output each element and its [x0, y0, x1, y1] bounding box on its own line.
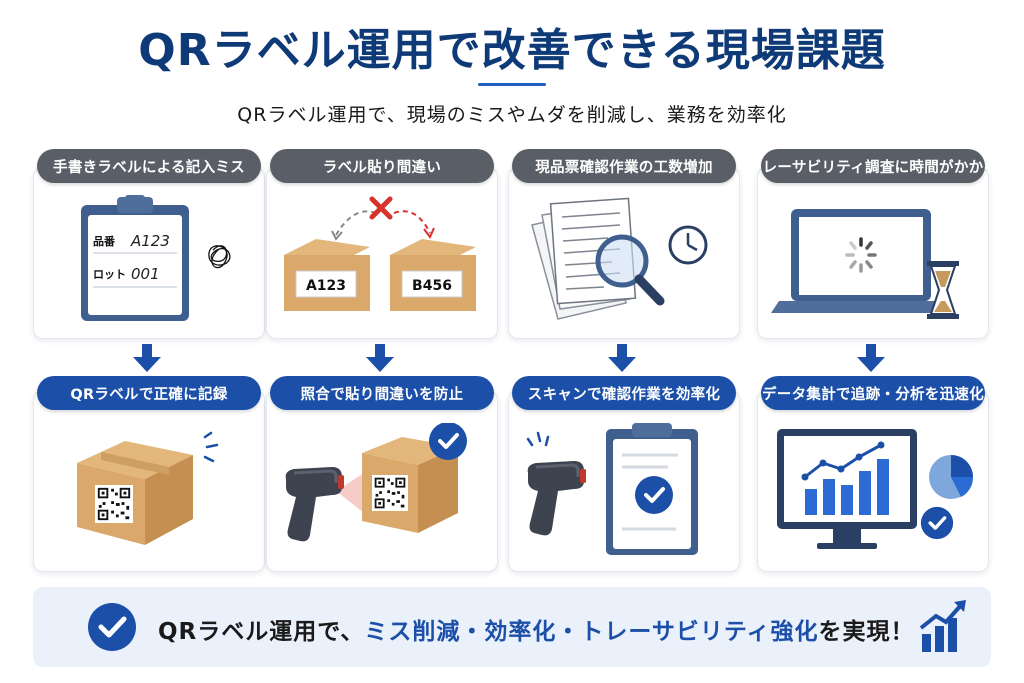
solution-label: データ集計で追跡・分析を迅速化: [761, 376, 985, 410]
cross-icon: [369, 196, 393, 220]
monitor-chart-icon: [777, 429, 917, 549]
summary-text: QRラベル運用で、ミス削減・効率化・トレーサビリティ強化を実現！: [158, 619, 915, 645]
problem-illustration: 品番 A123 ロット 001: [33, 195, 265, 335]
row-label: ロット: [93, 268, 126, 281]
problem-label: 手書きラベルによる記入ミス: [37, 149, 261, 183]
qr-code-icon: [95, 485, 133, 523]
qr-code-icon: [372, 475, 408, 511]
column-inspection: 現品票確認作業の工数増加: [508, 145, 740, 575]
summary-banner: [33, 587, 991, 667]
scanner-icon: [284, 465, 346, 543]
check-badge-icon: [88, 603, 136, 651]
solution-illustration: [508, 423, 740, 568]
hourglass-icon: [927, 261, 959, 319]
problem-label: 現品票確認作業の工数増加: [512, 149, 736, 183]
solution-illustration: [757, 423, 989, 568]
box-icon: [362, 437, 458, 533]
solution-label: QRラベルで正確に記録: [37, 376, 261, 410]
check-badge-icon: [919, 505, 955, 541]
down-arrow-icon: [366, 344, 394, 372]
column-traceability: トレーサビリティ調査に時間がかかる: [748, 145, 998, 575]
check-badge-icon: [427, 420, 469, 462]
solution-illustration: [33, 423, 265, 568]
problem-illustration: [757, 195, 989, 335]
title-underline: [478, 83, 546, 86]
column-handwriting: 手書きラベルによる記入ミス 品番 A123 ロット 001 QRラベルで正確に記…: [33, 145, 265, 575]
problem-illustration: A123 B456: [266, 195, 498, 335]
solution-label: 照合で貼り間違いを防止: [270, 376, 494, 410]
row-label: 品番: [93, 234, 116, 248]
growth-chart-icon: [919, 600, 966, 652]
column-mislabel: ラベル貼り間違い A123 B456 照合で貼り間違いを防止: [266, 145, 498, 575]
problem-illustration: [508, 195, 740, 335]
problem-label: トレーサビリティ調査に時間がかかる: [748, 149, 998, 183]
page-title: QRラベル運用で改善できる現場課題: [138, 25, 886, 76]
pie-chart-icon: [929, 455, 974, 499]
check-badge-icon: [633, 474, 675, 516]
box-label: B456: [412, 278, 452, 294]
scribble-icon: [208, 245, 231, 269]
loading-spinner-icon: [845, 237, 877, 273]
box-label: A123: [306, 278, 346, 294]
magnifier-icon: [595, 234, 665, 306]
clock-icon: [668, 225, 708, 265]
clipboard-icon: [81, 195, 189, 321]
scanner-icon: [526, 459, 588, 537]
solution-illustration: [266, 420, 498, 568]
solution-label: スキャンで確認作業を効率化: [512, 376, 736, 410]
box-icon: [284, 239, 370, 311]
box-icon: [390, 239, 476, 311]
row-value: 001: [131, 265, 160, 283]
page-subtitle: QRラベル運用で、現場のミスやムダを削減し、業務を効率化: [237, 104, 787, 126]
laptop-icon: [771, 209, 951, 313]
row-value: A123: [130, 232, 170, 250]
down-arrow-icon: [857, 344, 885, 372]
box-icon: [77, 441, 193, 545]
down-arrow-icon: [608, 344, 636, 372]
down-arrow-icon: [133, 344, 161, 372]
problem-label: ラベル貼り間違い: [270, 149, 494, 183]
